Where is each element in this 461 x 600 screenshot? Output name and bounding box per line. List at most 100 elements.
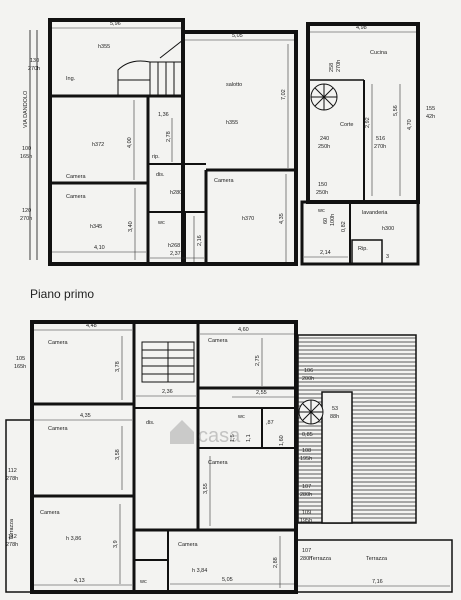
ground-spiral-stair	[310, 83, 338, 111]
room-label: h355	[98, 44, 110, 50]
dim-label: 2,16	[197, 235, 203, 246]
height-note: 270h	[20, 216, 32, 222]
room-label: Camera	[178, 542, 199, 548]
dim-label: 5,05	[222, 577, 233, 583]
room-label: Rip.	[358, 246, 368, 252]
room-label: Camera	[48, 426, 69, 432]
room-label: Camera	[66, 194, 87, 200]
height-note: 107	[302, 548, 311, 554]
ground-middle-block-wall	[181, 30, 298, 266]
height-note: 195h	[300, 518, 312, 524]
room-label: Camera	[214, 178, 235, 184]
terrazza-right	[295, 539, 453, 593]
dim-label: 5,96	[110, 21, 121, 27]
room-label: wc	[317, 208, 325, 214]
height-note: 108	[302, 448, 311, 454]
room-label: h355	[226, 120, 238, 126]
room-label: Corte	[340, 122, 353, 128]
height-note: 240	[320, 136, 329, 142]
dim-label: 2,75	[255, 355, 261, 366]
dim-label: 4,98	[356, 25, 367, 31]
first-staircase	[141, 341, 195, 383]
room-label: h 3,84	[192, 568, 207, 574]
room-label: lavanderia	[362, 210, 388, 216]
height-note: 278h	[6, 476, 18, 482]
ground-left-block-wall	[48, 18, 185, 266]
room-label: h372	[92, 142, 104, 148]
height-note: 270h	[28, 66, 40, 72]
dim-label: 3,58	[115, 449, 121, 460]
dim-label: 3,9	[113, 540, 119, 548]
room-label: wc	[237, 414, 245, 420]
room-label: Terrazza	[310, 556, 332, 562]
room-label: h280	[170, 190, 182, 196]
terrace-hatch	[297, 334, 417, 524]
dim-label: 2,14	[320, 250, 331, 256]
room-label: h268	[168, 243, 180, 249]
room-label: Cucina	[370, 50, 388, 56]
dim-label: 1,36	[158, 112, 169, 118]
dim-label: 3,55	[203, 483, 209, 494]
first-spiral-stair	[298, 399, 324, 425]
height-note: 250h	[318, 144, 330, 150]
rip-box	[351, 239, 383, 265]
height-note: 42h	[426, 114, 435, 120]
dim-label: 2,78	[166, 131, 172, 142]
height-note: 280h	[300, 492, 312, 498]
room-label: wc	[139, 579, 147, 585]
height-note: 280h	[300, 556, 312, 562]
room-label: h345	[90, 224, 102, 230]
house-icon	[170, 420, 194, 444]
ground-staircase	[117, 39, 184, 96]
height-note: 155	[426, 106, 435, 112]
height-note: 106	[304, 368, 313, 374]
height-note: 250h	[316, 190, 328, 196]
dim-label: 2,36	[162, 389, 173, 395]
watermark: casa	[170, 420, 241, 447]
room-label: Camera	[48, 340, 69, 346]
room-label: h300	[382, 226, 394, 232]
first-floor-plan	[5, 320, 453, 594]
height-note: 270h	[374, 144, 386, 150]
dim-label: 4,60	[238, 327, 249, 333]
dim-label: 4,10	[94, 245, 105, 251]
dim-label: 3,40	[128, 221, 134, 232]
dim-label: 1,5	[230, 434, 236, 442]
height-note: 107	[302, 484, 311, 490]
terrazza-left	[5, 419, 33, 593]
dim-label: 2,88	[273, 557, 279, 568]
room-label: Camera	[208, 460, 229, 466]
height-note: 150	[318, 182, 327, 188]
dim-label: 4,00	[127, 137, 133, 148]
height-note: 100	[22, 146, 31, 152]
dim-label: 2,92	[365, 117, 371, 128]
height-note: 165h	[14, 364, 26, 370]
dim-label: 3,78	[115, 361, 121, 372]
dim-label: 1,60	[279, 435, 285, 446]
room-label: Terrazza	[366, 556, 388, 562]
dim-label: 2,55	[256, 390, 267, 396]
height-note: 60	[323, 218, 329, 224]
room-label: dis.	[146, 420, 155, 426]
room-label: h 3,86	[66, 536, 81, 542]
dim-label: 4,13	[74, 578, 85, 584]
height-note: 105	[16, 356, 25, 362]
height-note: 112	[8, 534, 17, 540]
dim-label: 5,56	[393, 105, 399, 116]
dim-label: 2,37	[170, 251, 181, 257]
room-label: dis.	[156, 172, 165, 178]
dim-label: 4,35	[279, 213, 285, 224]
room-label: h370	[242, 216, 254, 222]
dim-label: 1,1	[246, 434, 252, 442]
room-label: Ing.	[66, 76, 76, 82]
room-label: Camera	[66, 174, 87, 180]
room-label: salotto	[226, 82, 242, 88]
dim-label: ,87	[266, 420, 274, 426]
terrace-inner	[321, 391, 353, 524]
dim-label: 3	[386, 254, 389, 260]
height-note: 88h	[330, 414, 339, 420]
dim-label: 5,05	[232, 33, 243, 39]
dim-label: 0,85	[302, 432, 313, 438]
height-note: 100h	[330, 214, 336, 226]
room-label: Camera	[208, 338, 229, 344]
